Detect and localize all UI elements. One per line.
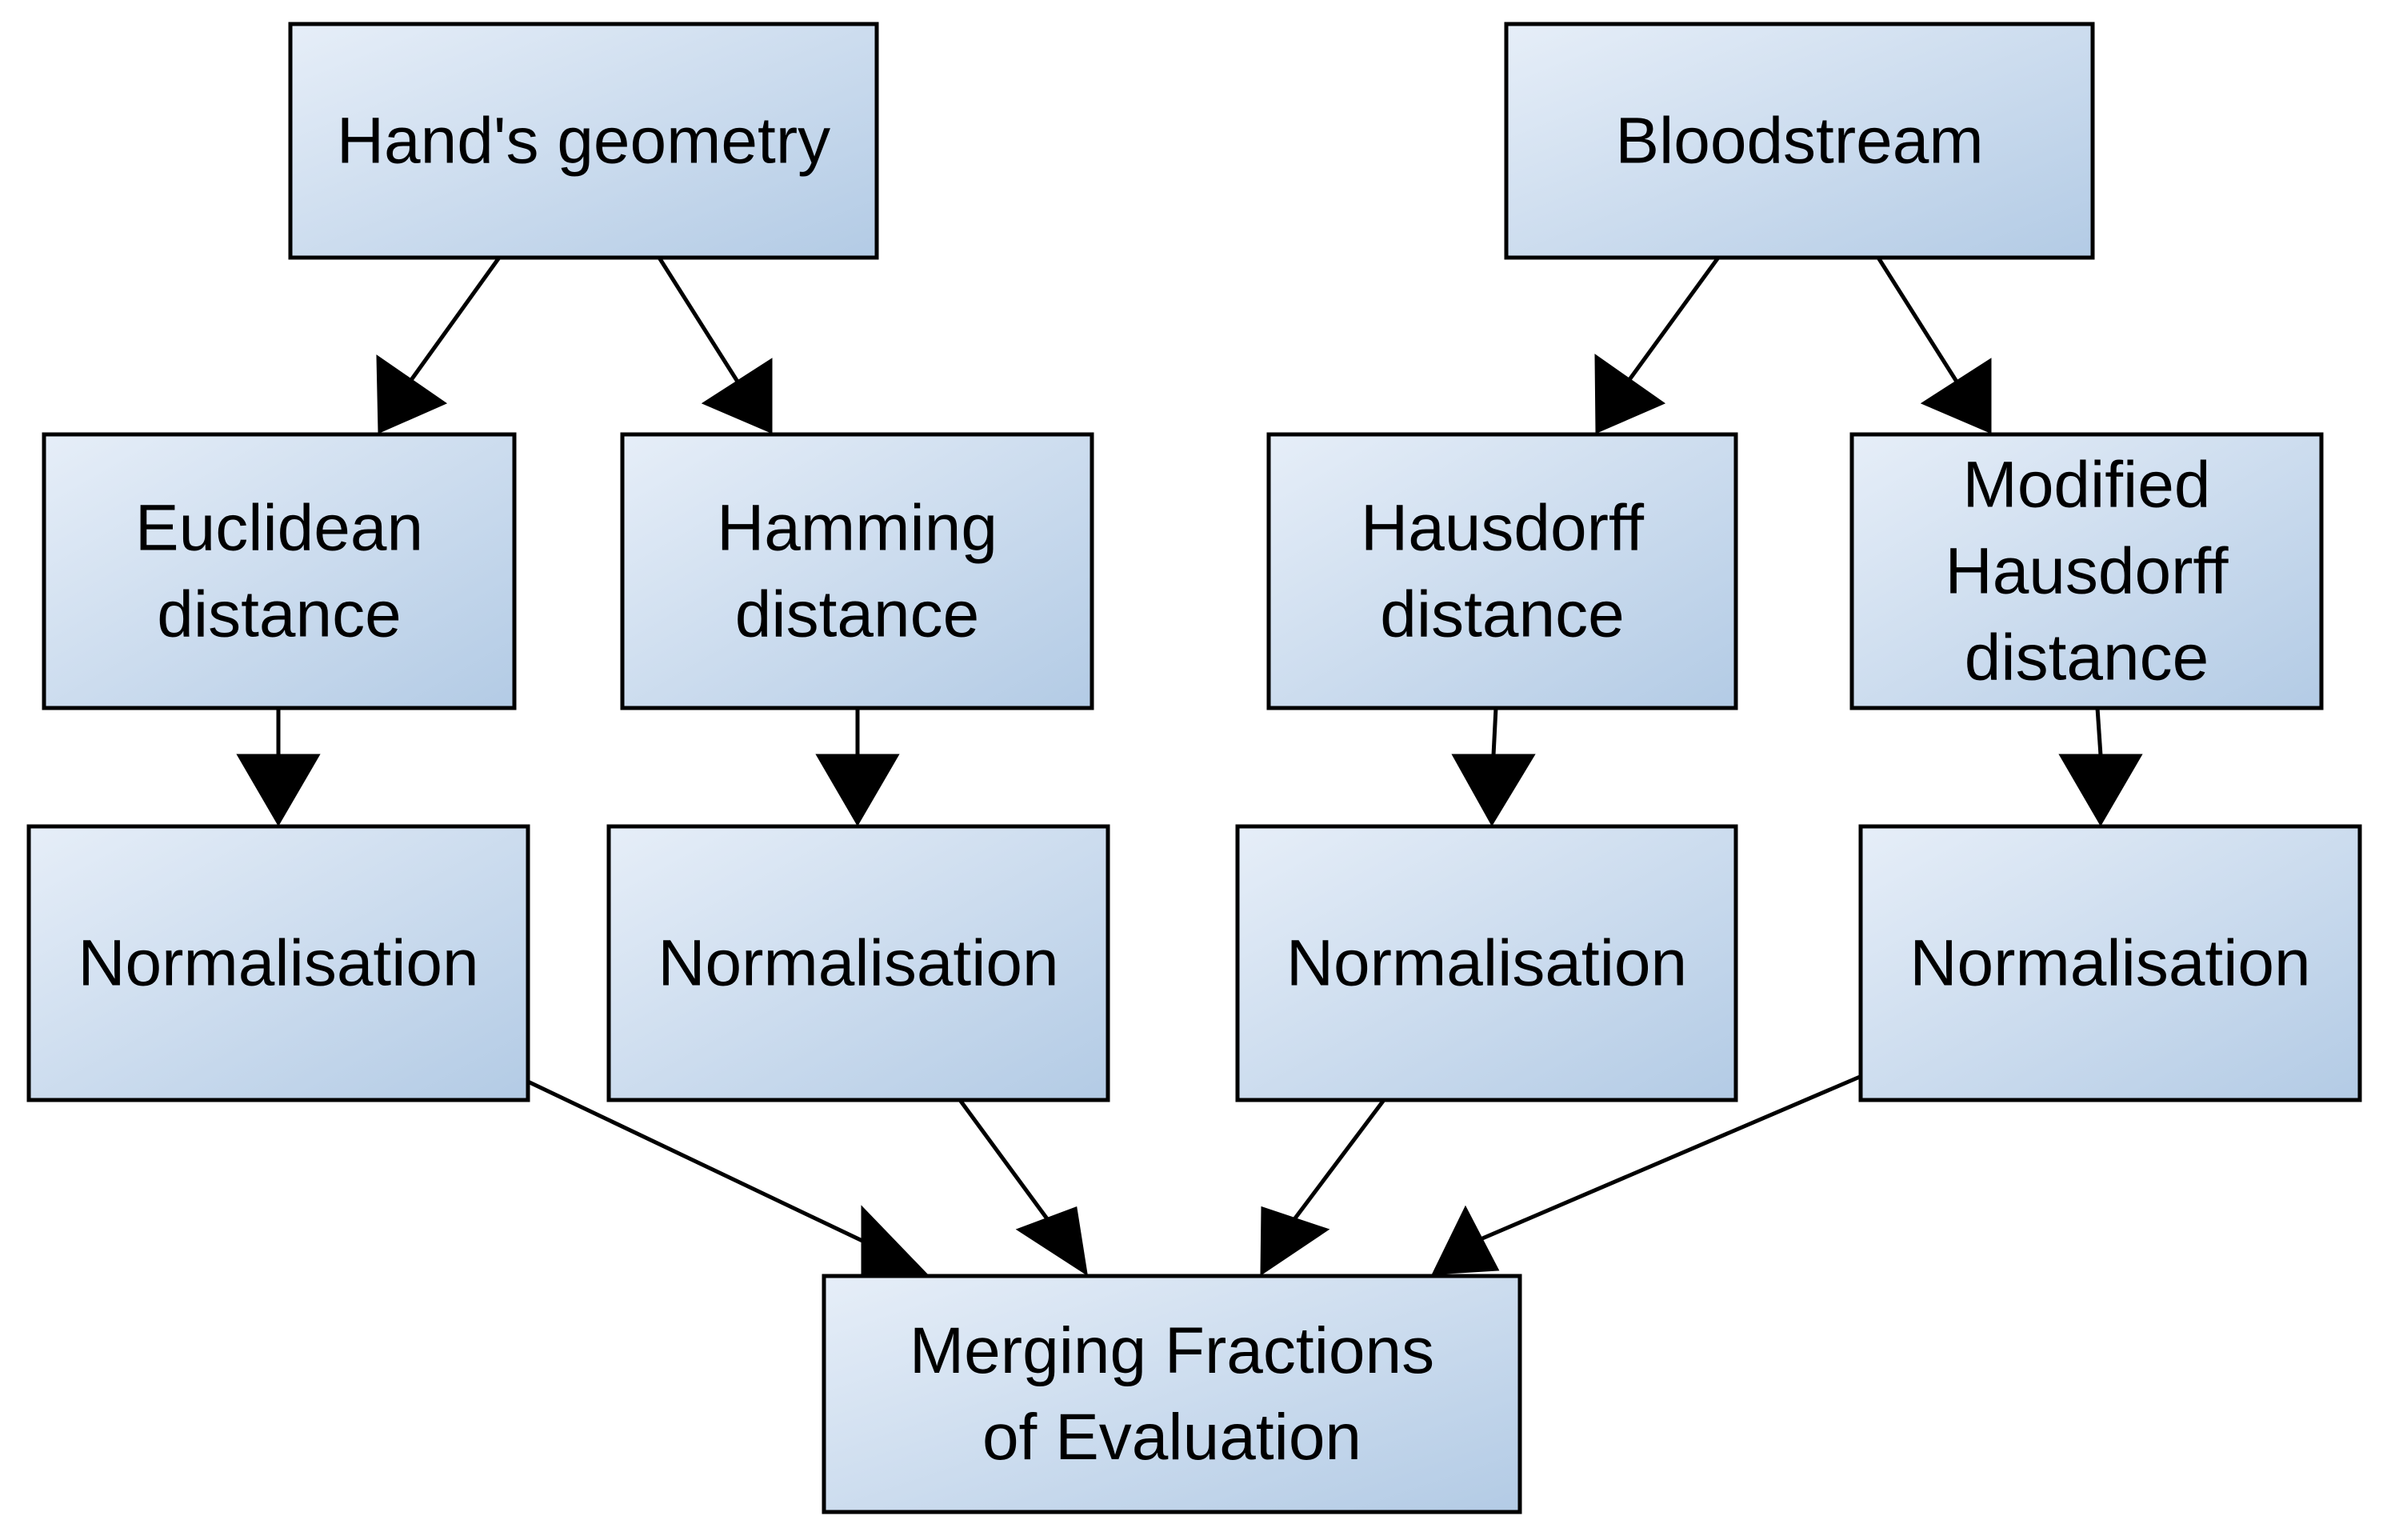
arrow-head-icon — [1431, 1205, 1500, 1275]
node-label: distance — [735, 578, 979, 651]
edge-euclidean-to-norm_1 — [236, 708, 321, 826]
arrow-head-icon — [376, 354, 448, 434]
edge-bloodstream-to-modified_hausdorff — [1876, 256, 1992, 434]
node-label: Hausdorff — [1945, 535, 2228, 608]
edge-line — [657, 256, 740, 383]
node-label: Euclidean — [135, 492, 423, 565]
node-bloodstream: Bloodstream — [1504, 22, 2095, 260]
node-box — [822, 1274, 1522, 1514]
edge-line — [958, 1098, 1050, 1220]
node-box — [26, 824, 530, 1102]
edge-line — [409, 256, 502, 382]
edge-line — [1876, 256, 1959, 383]
node-label: Modified — [1963, 449, 2211, 522]
node-label: distance — [157, 578, 401, 651]
arrow-head-icon — [1260, 1206, 1330, 1276]
node-label: distance — [1965, 622, 2209, 694]
node-label: Normalisation — [1909, 927, 2310, 1000]
node-label: Hausdorff — [1361, 492, 1644, 565]
node-box — [1858, 824, 2362, 1102]
arrow-head-icon — [1451, 754, 1536, 826]
edge-line — [1481, 1074, 1861, 1241]
arrow-head-icon — [861, 1205, 929, 1275]
node-label: distance — [1380, 578, 1624, 651]
edge-norm_3-to-merging — [1260, 1098, 1385, 1276]
node-label: Normalisation — [78, 927, 478, 1000]
node-label: Normalisation — [1286, 927, 1687, 1000]
node-merging: Merging Fractions of Evaluation — [822, 1274, 1522, 1514]
edge-line — [526, 1079, 864, 1243]
node-label: of Evaluation — [982, 1401, 1361, 1474]
node-box — [1849, 432, 2324, 710]
edge-hausdorff-to-norm_3 — [1451, 707, 1536, 826]
arrow-head-icon — [2058, 754, 2143, 826]
edge-line — [1491, 707, 1498, 756]
edge-line — [2095, 707, 2103, 756]
arrow-head-icon — [236, 754, 321, 826]
edge-norm_2-to-merging — [958, 1098, 1089, 1277]
edge-line — [1293, 1098, 1385, 1221]
edge-hands_geometry-to-hamming — [657, 256, 773, 434]
arrow-head-icon — [1920, 358, 1992, 434]
node-label: Hamming — [717, 492, 998, 565]
node-label: Normalisation — [658, 927, 1058, 1000]
node-hamming: Hamming distance — [620, 432, 1094, 710]
node-norm-4: Normalisation — [1858, 824, 2362, 1102]
node-hausdorff: Hausdorff distance — [1266, 432, 1738, 710]
edge-hands_geometry-to-euclidean — [376, 256, 502, 434]
arrow-head-icon — [1015, 1206, 1089, 1277]
node-hands-geometry: Hand's geometry — [288, 22, 879, 260]
node-box — [1504, 22, 2095, 260]
node-label: Merging Fractions — [910, 1314, 1434, 1387]
arrow-head-icon — [815, 754, 900, 826]
edge-hamming-to-norm_2 — [815, 708, 900, 826]
node-box — [1266, 432, 1738, 710]
arrow-head-icon — [1594, 354, 1666, 434]
node-label: Hand's geometry — [337, 105, 830, 178]
node-euclidean: Euclidean distance — [42, 432, 517, 710]
node-norm-2: Normalisation — [606, 824, 1110, 1102]
node-norm-1: Normalisation — [26, 824, 530, 1102]
edge-norm_1-to-merging — [526, 1079, 929, 1275]
edge-norm_4-to-merging — [1431, 1074, 1861, 1275]
node-box — [1235, 824, 1738, 1102]
edge-line — [1627, 256, 1721, 381]
node-box — [606, 824, 1110, 1102]
arrow-head-icon — [701, 358, 773, 434]
node-label: Bloodstream — [1615, 105, 1983, 178]
node-box — [620, 432, 1094, 710]
edge-bloodstream-to-hausdorff — [1594, 256, 1721, 434]
node-box — [42, 432, 517, 710]
node-box — [288, 22, 879, 260]
node-norm-3: Normalisation — [1235, 824, 1738, 1102]
edges-layer — [236, 256, 2143, 1277]
edge-modified_hausdorff-to-norm_4 — [2058, 707, 2143, 826]
